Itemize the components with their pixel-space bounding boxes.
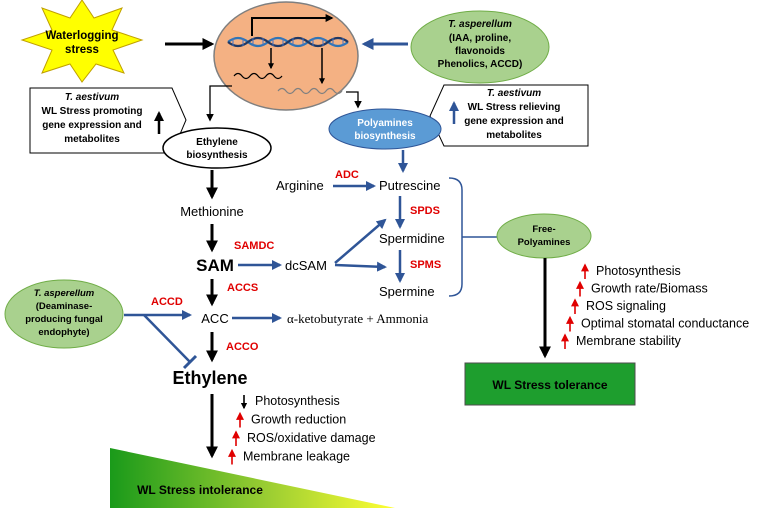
nucleus-to-polyamines-arrow [346,91,362,109]
aestivum-right-line-2: gene expression and [464,116,563,127]
dcsam-to-spermidine-arrow [334,218,387,264]
effect-label: Membrane leakage [243,450,350,464]
enzyme-accs: ACCS [227,282,258,294]
ketobutyrate-label: α-ketobutyrate + Ammonia [287,311,428,326]
ethylene-label: Ethylene [172,368,247,388]
aestivum-left-name: T. aestivum [65,92,119,103]
arginine-label: Arginine [276,178,324,193]
aestivum-right-line-3: metabolites [486,130,542,141]
free-polyamines-line-2: Polyamines [518,237,571,248]
nucleus-to-ethylene-arrow [206,85,232,122]
sam-label: SAM [196,256,234,275]
effect-label: ROS signaling [586,299,666,313]
effect-label: Membrane stability [576,334,682,348]
waterlogging-line-2: stress [65,44,99,56]
enzyme-acco: ACCO [226,341,259,353]
asperellum-left-line-3: endophyte) [38,327,89,338]
enzyme-adc: ADC [335,169,359,181]
inhibition-bar-icon [182,354,198,370]
acc-label: ACC [201,311,228,326]
wl-stress-tolerance-box: WL Stress tolerance [464,362,636,406]
waterlogging-stress-star: Waterlogging stress [20,0,144,83]
ethylene-biosynthesis-line-1: Ethylene [196,137,238,148]
methionine-label: Methionine [180,204,244,219]
dcsam-to-spermine-arrow [334,261,387,272]
t-asperellum-left-oval: T. asperellum (Deaminase- producing fung… [4,279,124,349]
dcsam-label: dcSAM [285,258,327,273]
aestivum-left-line-1: WL Stress promoting [42,106,143,117]
aestivum-right-line-1: WL Stress relieving [468,102,561,113]
polyamines-biosynthesis-line-2: biosynthesis [354,131,416,142]
effect-label: Optimal stomatal conductance [581,317,749,331]
accd-inhibition-line [143,314,191,363]
putrescine-label: Putrescine [379,178,440,193]
free-polyamines-line-1: Free- [532,224,555,235]
effect-label: Photosynthesis [255,394,340,408]
t-asperellum-top-oval: T. asperellum (IAA, proline, flavonoids … [410,10,550,84]
asperellum-left-line-2: producing fungal [25,314,103,325]
asperellum-left-name: T. asperellum [34,288,95,299]
polyamines-biosynthesis-line-1: Polyamines [357,118,413,129]
enzyme-samdc: SAMDC [234,240,274,252]
polyamines-biosynthesis-oval: Polyamines biosynthesis [328,108,442,150]
wl-stress-tolerance-label: WL Stress tolerance [492,378,607,392]
aestivum-left-line-3: metabolites [64,134,120,145]
effect-label: ROS/oxidative damage [247,431,376,445]
asperellum-top-line-1: (IAA, proline, [449,33,511,44]
ethylene-biosynthesis-line-2: biosynthesis [186,150,248,161]
enzyme-spms: SPMS [410,259,441,271]
asperellum-top-line-3: Phenolics, ACCD) [438,59,523,70]
asperellum-top-name: T. asperellum [448,19,512,30]
effect-label: Growth reduction [251,413,346,427]
spermidine-label: Spermidine [379,231,445,246]
polyamines-bracket [448,177,463,297]
waterlogging-line-1: Waterlogging [45,30,118,42]
ethylene-biosynthesis-oval: Ethylene biosynthesis [162,127,272,169]
enzyme-accd: ACCD [151,296,183,308]
effect-label: Growth rate/Biomass [591,282,708,296]
wl-stress-intolerance-label: WL Stress intolerance [137,483,263,497]
asperellum-left-line-1: (Deaminase- [36,301,93,312]
t-aestivum-promoting-box: T. aestivum WL Stress promoting gene exp… [29,87,187,154]
free-polyamines-oval: Free- Polyamines [496,213,592,259]
t-aestivum-relieving-box: T. aestivum WL Stress relieving gene exp… [429,84,589,147]
enzyme-spds: SPDS [410,205,440,217]
asperellum-top-line-2: flavonoids [455,46,505,57]
spermine-label: Spermine [379,284,435,299]
effect-label: Photosynthesis [596,264,681,278]
aestivum-right-name: T. aestivum [487,88,541,99]
nucleus-gene-expression [213,1,359,111]
aestivum-left-line-2: gene expression and [42,120,141,131]
wl-stress-intolerance-banner: WL Stress intolerance [110,448,395,508]
